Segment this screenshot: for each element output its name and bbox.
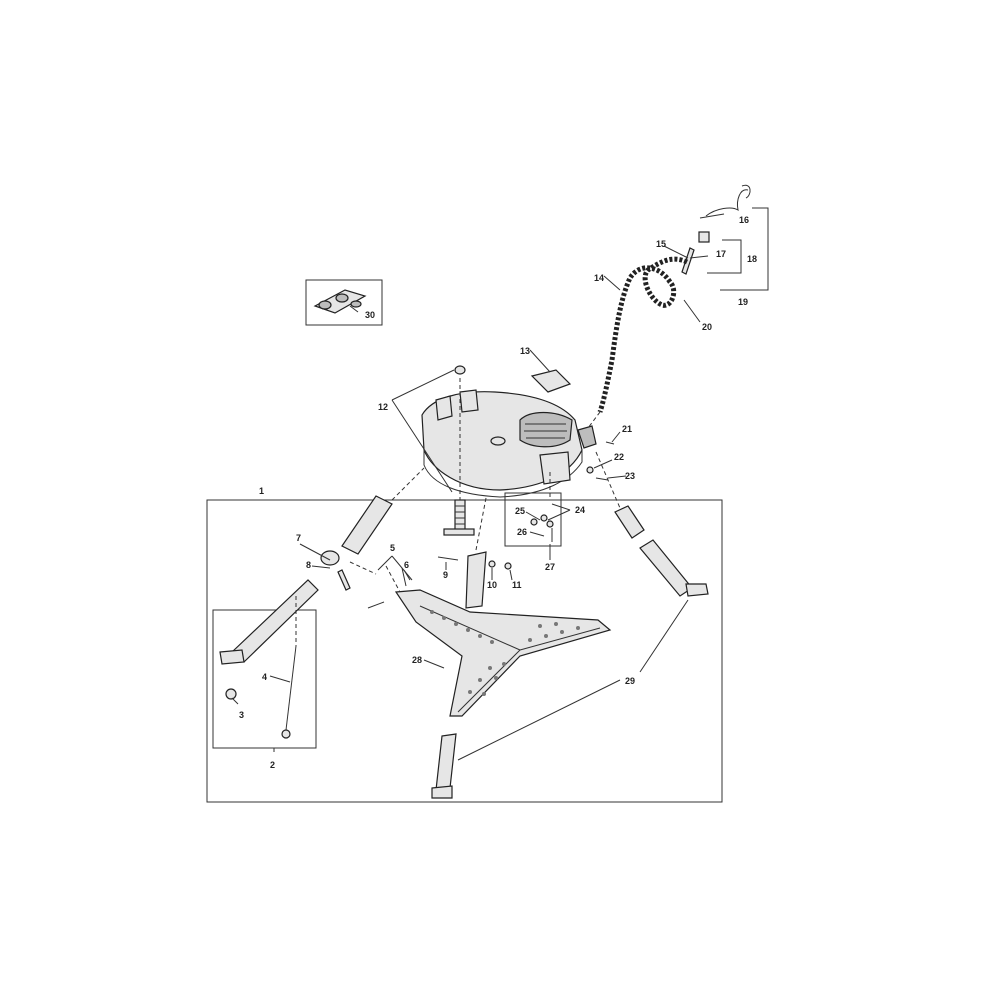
callout-16: 16 [739, 215, 749, 225]
callout-27: 27 [545, 562, 555, 572]
callout-23: 23 [625, 471, 635, 481]
callout-6: 6 [404, 560, 409, 570]
leader-lines [231, 213, 725, 761]
callout-18: 18 [747, 254, 757, 264]
chain-handle [681, 184, 751, 275]
callout-1: 1 [259, 486, 264, 496]
callout-8: 8 [306, 560, 311, 570]
leg-left [219, 579, 319, 665]
assembly-lines [295, 378, 621, 646]
callout-11: 11 [512, 580, 522, 590]
callouts: 1 2 3 4 5 6 7 8 9 10 11 12 13 14 15 16 1… [239, 215, 757, 770]
callout-12: 12 [378, 402, 388, 412]
handle-bracket-19 [720, 207, 769, 291]
callout-20: 20 [702, 322, 712, 332]
callout-19: 19 [738, 297, 748, 307]
callout-25: 25 [515, 506, 525, 516]
callout-22: 22 [614, 452, 624, 462]
screw-assembly [443, 499, 475, 536]
callout-15: 15 [656, 239, 666, 249]
callout-26: 26 [517, 527, 527, 537]
callout-24: 24 [575, 505, 585, 515]
callout-10: 10 [487, 580, 497, 590]
chain-link-detail [313, 289, 367, 314]
callout-13: 13 [520, 346, 530, 356]
callout-17: 17 [716, 249, 726, 259]
leg-pipe-front-left [341, 495, 393, 555]
callout-3: 3 [239, 710, 244, 720]
hardware [225, 441, 615, 739]
callout-21: 21 [622, 424, 632, 434]
callout-29: 29 [625, 676, 635, 686]
vise-body [421, 365, 597, 498]
callout-5: 5 [390, 543, 395, 553]
link-detail-box [305, 279, 383, 326]
handle-bracket-18 [707, 239, 742, 274]
chain [597, 256, 689, 413]
callout-2: 2 [270, 760, 275, 770]
callout-7: 7 [296, 533, 301, 543]
callout-4: 4 [262, 672, 267, 682]
callout-30: 30 [365, 310, 375, 320]
leg-front [431, 733, 457, 799]
callout-14: 14 [594, 273, 604, 283]
leg-right-lower [639, 539, 709, 597]
leg-pipe-right-upper [614, 505, 645, 539]
center-tube [465, 551, 487, 609]
callout-9: 9 [443, 570, 448, 580]
tray [394, 589, 612, 717]
leg-subassembly-box [212, 609, 317, 749]
callout-28: 28 [412, 655, 422, 665]
